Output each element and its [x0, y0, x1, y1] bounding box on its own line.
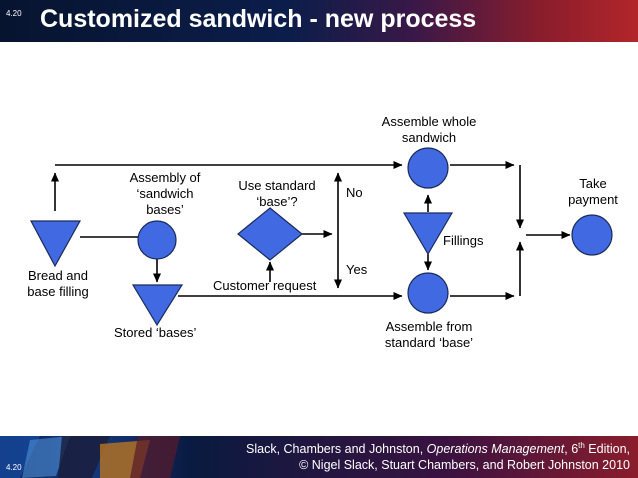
process-diagram: [30, 147, 613, 327]
slide-number-bottom: 4.20: [6, 463, 22, 472]
take-payment-operation: [571, 214, 613, 256]
assemble-whole-line2: sandwich: [401, 130, 457, 145]
take-payment-line2: payment: [568, 192, 618, 207]
citation-authors: Slack, Chambers and Johnston,: [246, 442, 427, 457]
assemble-from-line1: Assemble from: [385, 319, 473, 334]
assemble-from-label: Assemble from standard ‘base’: [369, 319, 489, 351]
assemble-whole-line1: Assemble whole: [381, 114, 477, 129]
yes-label: Yes: [346, 262, 368, 277]
citation-edition-suffix: th: [578, 441, 585, 450]
bread-line2: base filling: [27, 284, 89, 299]
take-payment-line1: Take: [579, 176, 607, 191]
stored-bases-triangle: [131, 284, 184, 327]
use-standard-decision-diamond: [237, 207, 303, 261]
assemble-whole-operation: [407, 147, 449, 189]
citation-edition-rest: Edition,: [584, 442, 630, 457]
assemble-whole-label: Assemble whole sandwich: [369, 114, 489, 146]
assemble-from-line2: standard ‘base’: [384, 335, 474, 350]
customer-request-label: Customer request: [213, 278, 317, 293]
slide-number-top: 4.20: [6, 9, 22, 18]
assemble-from-operation: [407, 272, 449, 314]
assembly-of-line2: ‘sandwich: [136, 186, 194, 201]
citation-book: Operations Management: [426, 442, 565, 457]
assembly-of-bases-label: Assembly of ‘sandwich bases’: [110, 170, 220, 218]
fillings-triangle: [402, 212, 454, 256]
fillings-label: Fillings: [443, 233, 484, 248]
assembly-of-line3: bases’: [146, 202, 184, 217]
bread-line1: Bread and: [28, 268, 88, 283]
title-bar: 4.20 Customized sandwich - new process: [0, 0, 638, 42]
use-standard-label: Use standard ‘base’?: [222, 178, 332, 210]
citation-line: Slack, Chambers and Johnston, Operations…: [246, 441, 630, 456]
footer-decoration: [0, 436, 180, 478]
take-payment-label: Take payment: [556, 176, 630, 208]
use-standard-line1: Use standard: [238, 178, 316, 193]
bread-inventory-triangle: [30, 220, 82, 268]
use-standard-line2: ‘base’?: [256, 194, 298, 209]
citation-edition-number: , 6: [564, 442, 579, 457]
footer-bar: 4.20 Slack, Chambers and Johnston, Opera…: [0, 436, 638, 478]
slide-title: Customized sandwich - new process: [40, 5, 477, 33]
assembly-of-line1: Assembly of: [129, 170, 201, 185]
stored-bases-label: Stored ‘bases’: [114, 325, 197, 340]
assembly-of-bases-operation: [137, 220, 177, 260]
no-label: No: [346, 185, 363, 200]
copyright-line: © Nigel Slack, Stuart Chambers, and Robe…: [299, 458, 630, 472]
bread-label: Bread and base filling: [18, 268, 98, 300]
